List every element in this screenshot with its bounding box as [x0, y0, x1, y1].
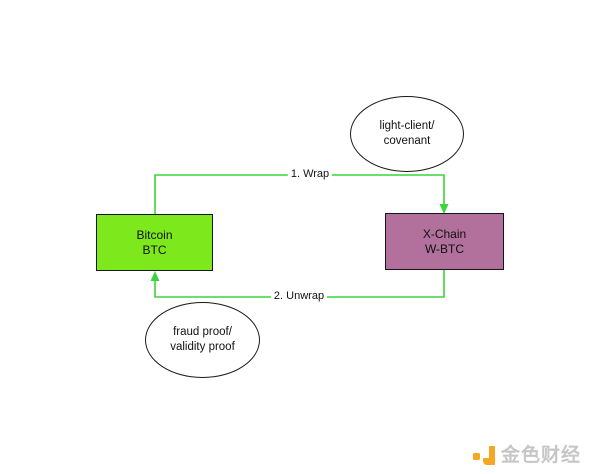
watermark-text: 金色财经 [500, 445, 581, 466]
edge-label-wrap: 1. Wrap [287, 168, 333, 180]
node-label-line1: fraud proof/ [173, 326, 232, 338]
watermark: 金色财经 [472, 440, 581, 467]
node-label-line2: validity proof [170, 341, 235, 353]
node-light-client-covenant: light-client/ covenant [350, 96, 464, 172]
node-label-line1: X-Chain [422, 226, 467, 241]
edge-unwrap-arrowhead [150, 271, 160, 281]
edge-wrap-arrowhead [439, 204, 449, 214]
node-label-line2: BTC [142, 242, 167, 257]
jinse-logo-j-shape [482, 445, 495, 465]
node-xchain-wbtc: X-Chain W-BTC [385, 213, 504, 270]
node-label-line2: covenant [383, 135, 431, 147]
node-label-line1: light-client/ [379, 120, 435, 132]
edge-label-unwrap: 2. Unwrap [270, 290, 328, 302]
jinse-logo-icon [472, 443, 495, 465]
node-label-line1: Bitcoin [136, 227, 173, 242]
node-label-line2: W-BTC [424, 241, 465, 256]
node-fraud-validity-proof: fraud proof/ validity proof [145, 302, 260, 378]
jinse-logo-dot [472, 452, 480, 460]
node-bitcoin-btc: Bitcoin BTC [96, 214, 213, 271]
edge-wrap-line [154, 174, 445, 214]
